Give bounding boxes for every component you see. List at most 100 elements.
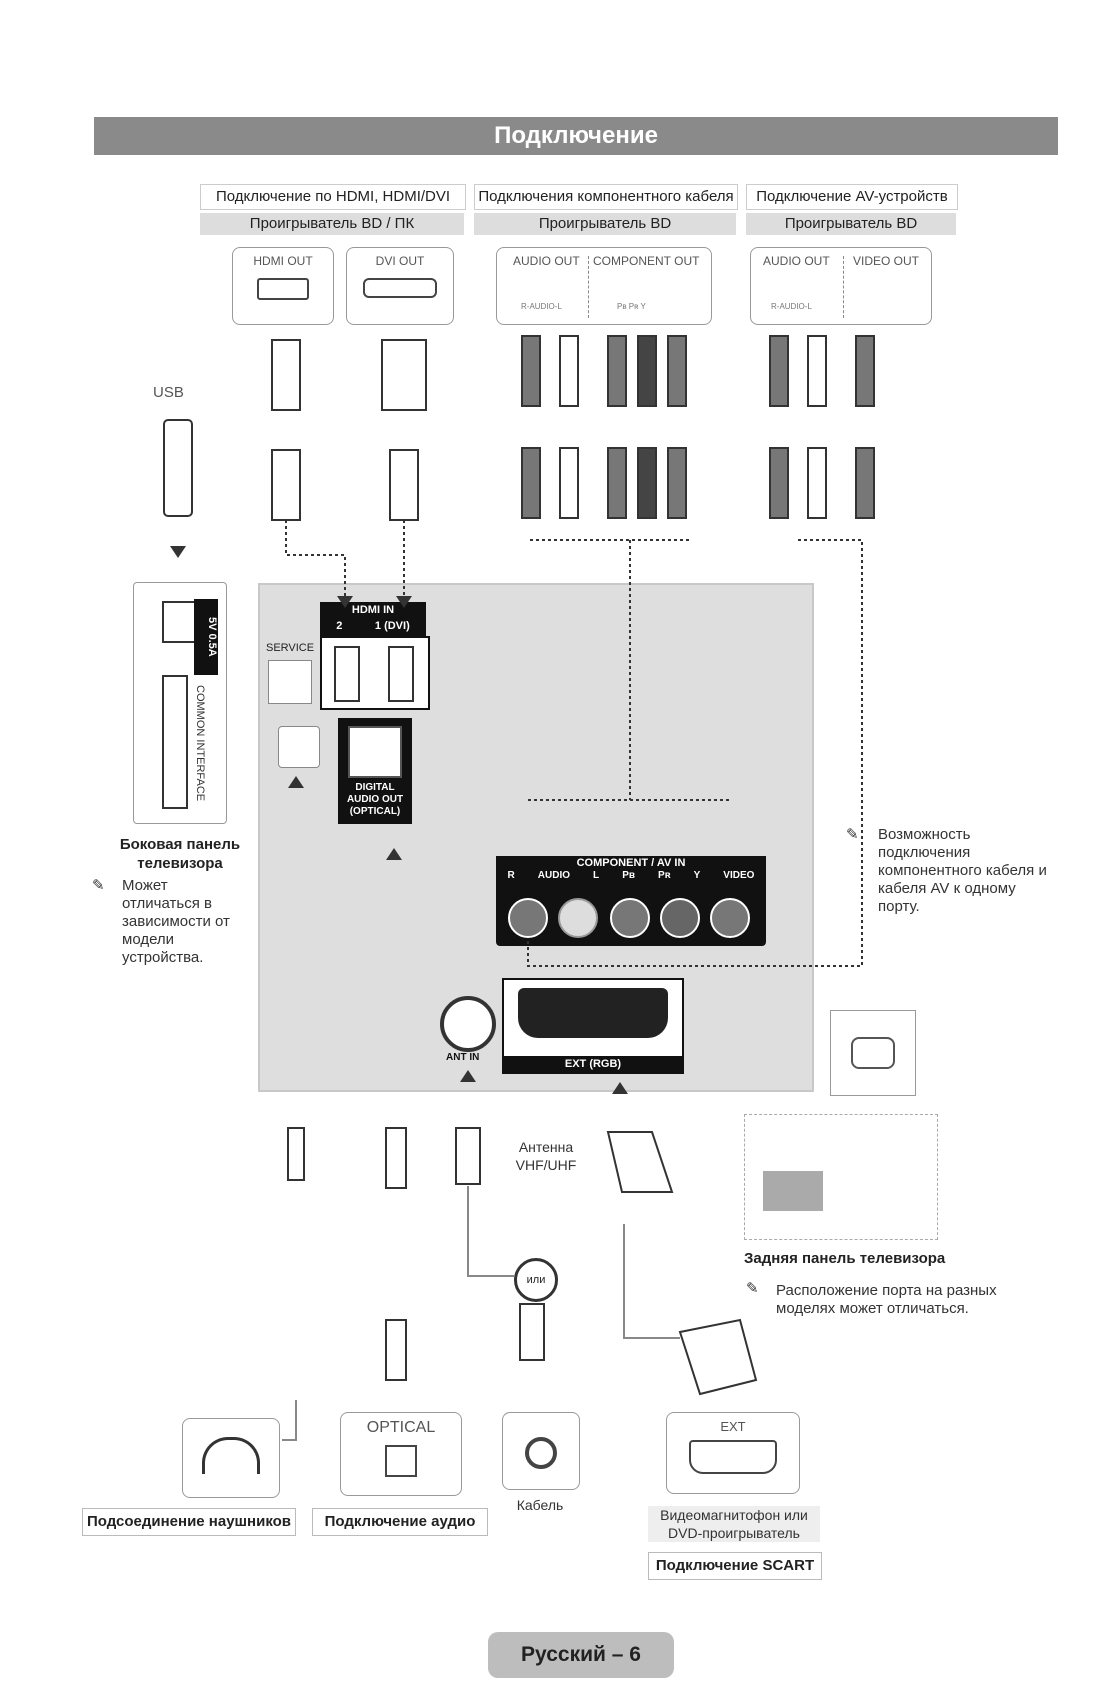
common-interface-label: COMMON INTERFACE	[194, 685, 206, 802]
note-pencil-icon-3: ✎	[746, 1280, 759, 1297]
comp-sub-pb: Pʙ	[622, 870, 636, 881]
headphones-icon	[202, 1437, 260, 1474]
usb-port-rating: 5V 0.5A	[194, 599, 218, 675]
optical-plug-icon	[385, 1127, 407, 1189]
ant-in-port[interactable]	[440, 996, 496, 1052]
dvi-plug-icon	[381, 339, 427, 411]
cable-plugs	[163, 339, 545, 1381]
av-out-port-box: AUDIO OUT VIDEO OUT R-AUDIO-L	[750, 247, 932, 325]
arrow-icons	[170, 546, 628, 1094]
dvi-out-label: DVI OUT	[375, 254, 425, 268]
ext-rgb-label: EXT (RGB)	[504, 1056, 682, 1072]
audio-rl-label-1: R-AUDIO-L	[521, 302, 562, 311]
note-pencil-icon-1: ✎	[92, 877, 105, 894]
comp-sub-pr: Pʀ	[658, 870, 671, 881]
video-out-label: VIDEO OUT	[853, 254, 920, 268]
note-pencil-icon-2: ✎	[846, 826, 859, 843]
ant-in-label: ANT IN	[446, 1052, 480, 1063]
hdmi-in-label: HDMI IN	[351, 604, 395, 616]
arrow-up-icon	[386, 848, 402, 860]
hdmi-plug-icon	[271, 339, 301, 411]
antenna-label: Антенна VHF/UHF	[515, 1139, 577, 1173]
comp-sub-audio: AUDIO	[537, 870, 571, 881]
hdmi-plug-icon	[389, 449, 419, 521]
or-badge: или	[514, 1258, 558, 1302]
comp-sub-y: Y	[693, 870, 701, 881]
hdmi-in-ports	[320, 636, 430, 710]
hdmi-1-label: 1 (DVI)	[374, 620, 410, 632]
section-title-av: Подключение AV-устройств	[746, 184, 958, 210]
coax-plug-icon	[519, 1303, 545, 1361]
service-port[interactable]	[268, 660, 312, 704]
component-jacks	[508, 898, 750, 938]
scart-port[interactable]	[518, 988, 668, 1038]
audio-rl-label-2: R-AUDIO-L	[771, 302, 812, 311]
section-device-component: Проигрыватель BD	[474, 213, 736, 235]
coax-socket-icon	[525, 1437, 557, 1469]
hdmi-2-label: 2	[336, 620, 343, 632]
side-panel-note: Может отличаться в зависимости от модели…	[122, 877, 230, 966]
component-av-in-label: COMPONENT / AV IN	[496, 856, 766, 870]
arrow-up-icon	[612, 1082, 628, 1094]
hdmi-2-port[interactable]	[334, 646, 360, 702]
hdmi-in-header: HDMI IN 2 1 (DVI)	[320, 602, 426, 636]
hdmi-out-port-box: HDMI OUT	[232, 247, 334, 325]
section-device-av: Проигрыватель BD	[746, 213, 956, 235]
arrow-up-icon	[460, 1070, 476, 1082]
headphones-box	[182, 1418, 280, 1498]
section-title-hdmi: Подключение по HDMI, HDMI/DVI	[200, 184, 466, 210]
rear-panel-outline	[744, 1114, 938, 1240]
usb-label: USB	[153, 384, 184, 401]
comp-sub-video: VIDEO	[723, 870, 755, 881]
cable-label: Кабель	[516, 1497, 564, 1513]
component-out-label: COMPONENT OUT	[593, 254, 700, 268]
arrow-down-icon	[170, 546, 186, 558]
arrow-down-icon	[337, 596, 353, 608]
page-title: Подключение	[94, 117, 1058, 155]
power-socket-box	[830, 1010, 916, 1096]
service-label: SERVICE	[266, 642, 315, 654]
component-pb-pr-y-label: Pʙ Pʀ Y	[617, 302, 646, 311]
usb-stick-icon	[163, 419, 193, 517]
optical-device-label: OPTICAL	[366, 1419, 436, 1436]
ext-device-label: EXT	[720, 1419, 746, 1434]
cable-box	[502, 1412, 580, 1490]
component-out-port-box: AUDIO OUT COMPONENT OUT R-AUDIO-L Pʙ Pʀ …	[496, 247, 712, 325]
optical-port[interactable]	[348, 726, 402, 778]
vcr-dvd-label: Видеомагнитофон или DVD-проигрыватель	[648, 1506, 820, 1542]
section-device-hdmi: Проигрыватель BD / ПК	[200, 213, 464, 235]
hdmi-out-label: HDMI OUT	[253, 254, 313, 268]
dvi-out-port-box: DVI OUT	[346, 247, 454, 325]
audio-out-label-1: AUDIO OUT	[513, 254, 580, 268]
comp-sub-l: L	[593, 870, 600, 881]
rear-panel-label: Задняя панель телевизора	[744, 1250, 946, 1267]
side-panel-label: Боковая панель телевизора	[119, 836, 241, 872]
ext-rgb-block: EXT (RGB)	[502, 978, 684, 1074]
optical-out-label: DIGITAL AUDIO OUT (OPTICAL)	[346, 782, 404, 817]
scart-connection-label: Подключение SCART	[648, 1552, 822, 1580]
optical-out-block: DIGITAL AUDIO OUT (OPTICAL)	[338, 718, 412, 824]
headphone-jack[interactable]	[278, 726, 320, 768]
optical-in-port-icon	[385, 1445, 417, 1477]
optical-plug-icon	[385, 1319, 407, 1381]
ext-device-box: EXT	[666, 1412, 800, 1494]
headphones-connection-label: Подсоединение наушников	[82, 1508, 296, 1536]
arrow-down-icon	[396, 596, 412, 608]
hdmi-1-port[interactable]	[388, 646, 414, 702]
rear-panel-note: Расположение порта на разных моделях мож…	[776, 1282, 997, 1317]
arrow-up-icon	[288, 776, 304, 788]
side-panel: 5V 0.5A COMMON INTERFACE	[133, 582, 227, 824]
component-note: Возможность подключения компонентного ка…	[878, 826, 1047, 915]
scart-socket-icon	[689, 1440, 777, 1474]
hdmi-port-icon	[257, 278, 309, 300]
coax-plug-icon	[455, 1127, 481, 1185]
scart-plug-icons	[606, 1131, 758, 1396]
hdmi-plug-icon	[271, 449, 301, 521]
power-socket-icon[interactable]	[851, 1037, 895, 1069]
optical-device-box: OPTICAL	[340, 1412, 462, 1496]
dvi-port-icon	[363, 278, 437, 298]
audio-out-label-2: AUDIO OUT	[763, 254, 830, 268]
headphone-plug-icon	[287, 1127, 305, 1181]
section-title-component: Подключения компонентного кабеля	[474, 184, 738, 210]
